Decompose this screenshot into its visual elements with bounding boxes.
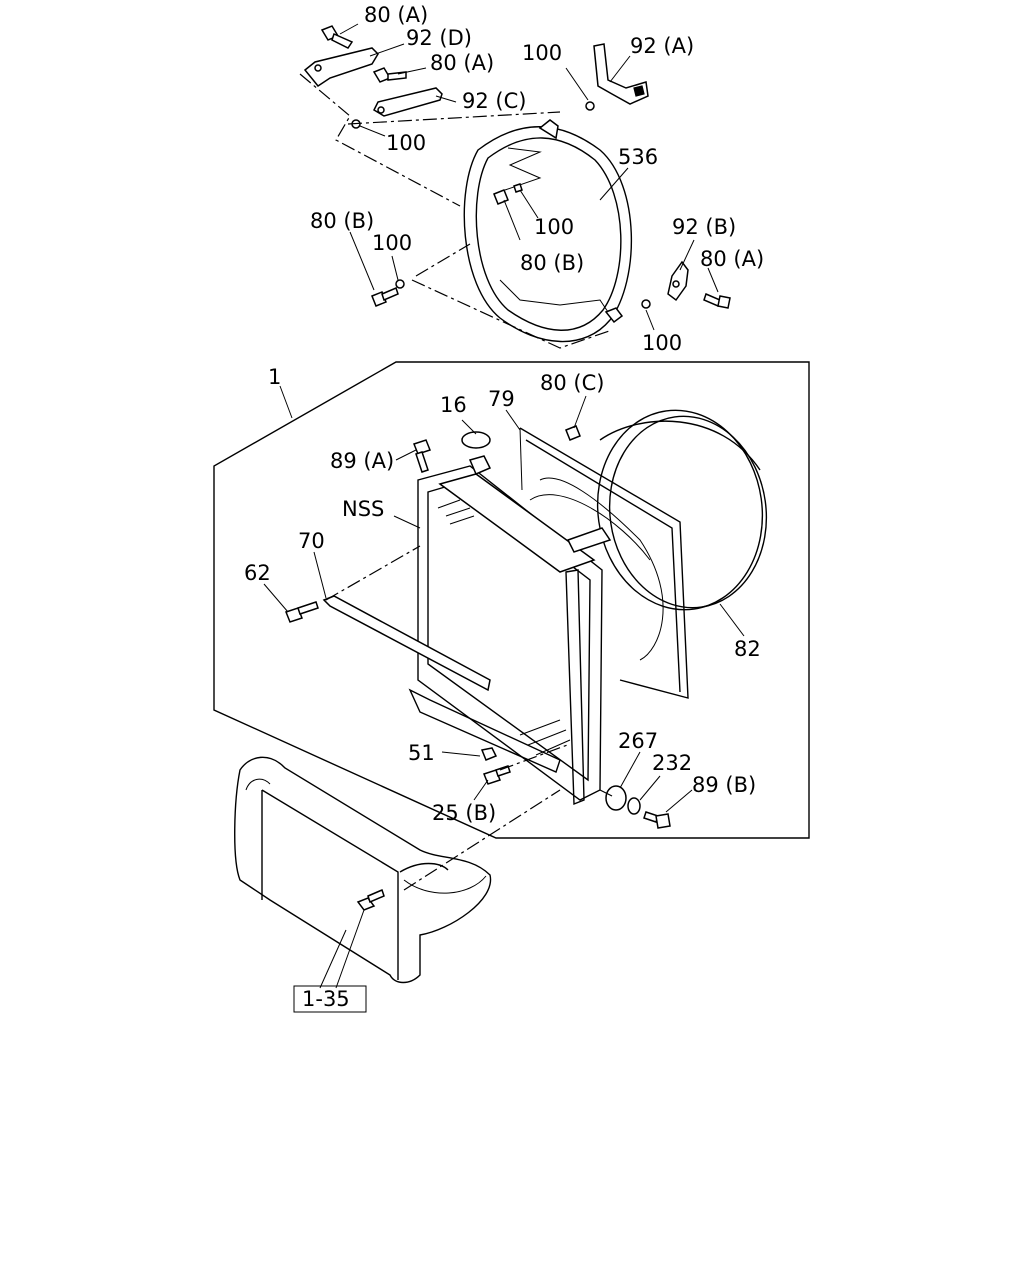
bracket-70	[322, 595, 491, 692]
label-70: 70	[298, 529, 325, 553]
label-51: 51	[408, 741, 435, 765]
label-ref-1-35: 1-35	[302, 987, 350, 1011]
label-80b-left: 80 (B)	[310, 209, 374, 233]
label-80a-right: 80 (A)	[700, 247, 764, 271]
label-100-left: 100	[386, 131, 426, 155]
label-100-center: 100	[534, 215, 574, 239]
bolt-80a-right	[703, 292, 731, 309]
assembly-leaders	[263, 395, 745, 813]
bolt-51	[480, 747, 498, 761]
radiator-cap-16	[461, 431, 491, 449]
bolt-80c	[565, 425, 581, 441]
cushion-267	[605, 785, 627, 811]
label-92b: 92 (B)	[672, 215, 736, 239]
label-536: 536	[618, 145, 658, 169]
bolt-80a-mid	[372, 67, 407, 83]
label-nss: NSS	[342, 497, 384, 521]
bracket-92c	[373, 87, 443, 117]
label-89a: 89 (A)	[330, 449, 394, 473]
bracket-92b	[667, 260, 689, 302]
label-232: 232	[652, 751, 692, 775]
bolt-80b-center	[493, 183, 523, 205]
label-25b: 25 (B)	[432, 801, 496, 825]
label-79: 79	[488, 387, 515, 411]
label-1: 1	[268, 365, 281, 389]
intercooler	[234, 756, 492, 989]
washer-100-right	[641, 299, 651, 309]
washer-100-top	[585, 101, 595, 111]
label-100-right: 100	[642, 331, 682, 355]
fan-ring-82	[529, 409, 768, 661]
fan-shroud-536	[463, 119, 633, 343]
washer-232	[627, 797, 641, 815]
bolt-89a	[413, 439, 431, 473]
upper-tank	[438, 431, 612, 573]
bolt-25b	[483, 765, 511, 785]
label-267: 267	[618, 729, 658, 753]
bracket-92a	[593, 43, 649, 105]
label-89b: 89 (B)	[692, 773, 756, 797]
assembly-1-outline	[213, 361, 810, 839]
shroud-panel-79	[519, 427, 689, 699]
label-80b-center: 80 (B)	[520, 251, 584, 275]
reference-box	[293, 985, 367, 1013]
label-100-top: 100	[522, 41, 562, 65]
label-62: 62	[244, 561, 271, 585]
bracket-92d	[303, 47, 379, 88]
label-80a-top: 80 (A)	[364, 3, 428, 27]
bolt-80b-left	[371, 279, 405, 307]
label-80a-mid: 80 (A)	[430, 51, 494, 75]
label-80c: 80 (C)	[540, 371, 604, 395]
bolt-89b	[643, 811, 671, 829]
label-82: 82	[734, 637, 761, 661]
label-92d: 92 (D)	[406, 26, 472, 50]
label-92c: 92 (C)	[462, 89, 526, 113]
label-92a: 92 (A)	[630, 34, 694, 58]
label-16: 16	[440, 393, 467, 417]
bolt-80a-top	[320, 25, 354, 49]
upper-leaders	[339, 23, 719, 331]
bolt-62	[285, 601, 319, 623]
label-100-mid: 100	[372, 231, 412, 255]
